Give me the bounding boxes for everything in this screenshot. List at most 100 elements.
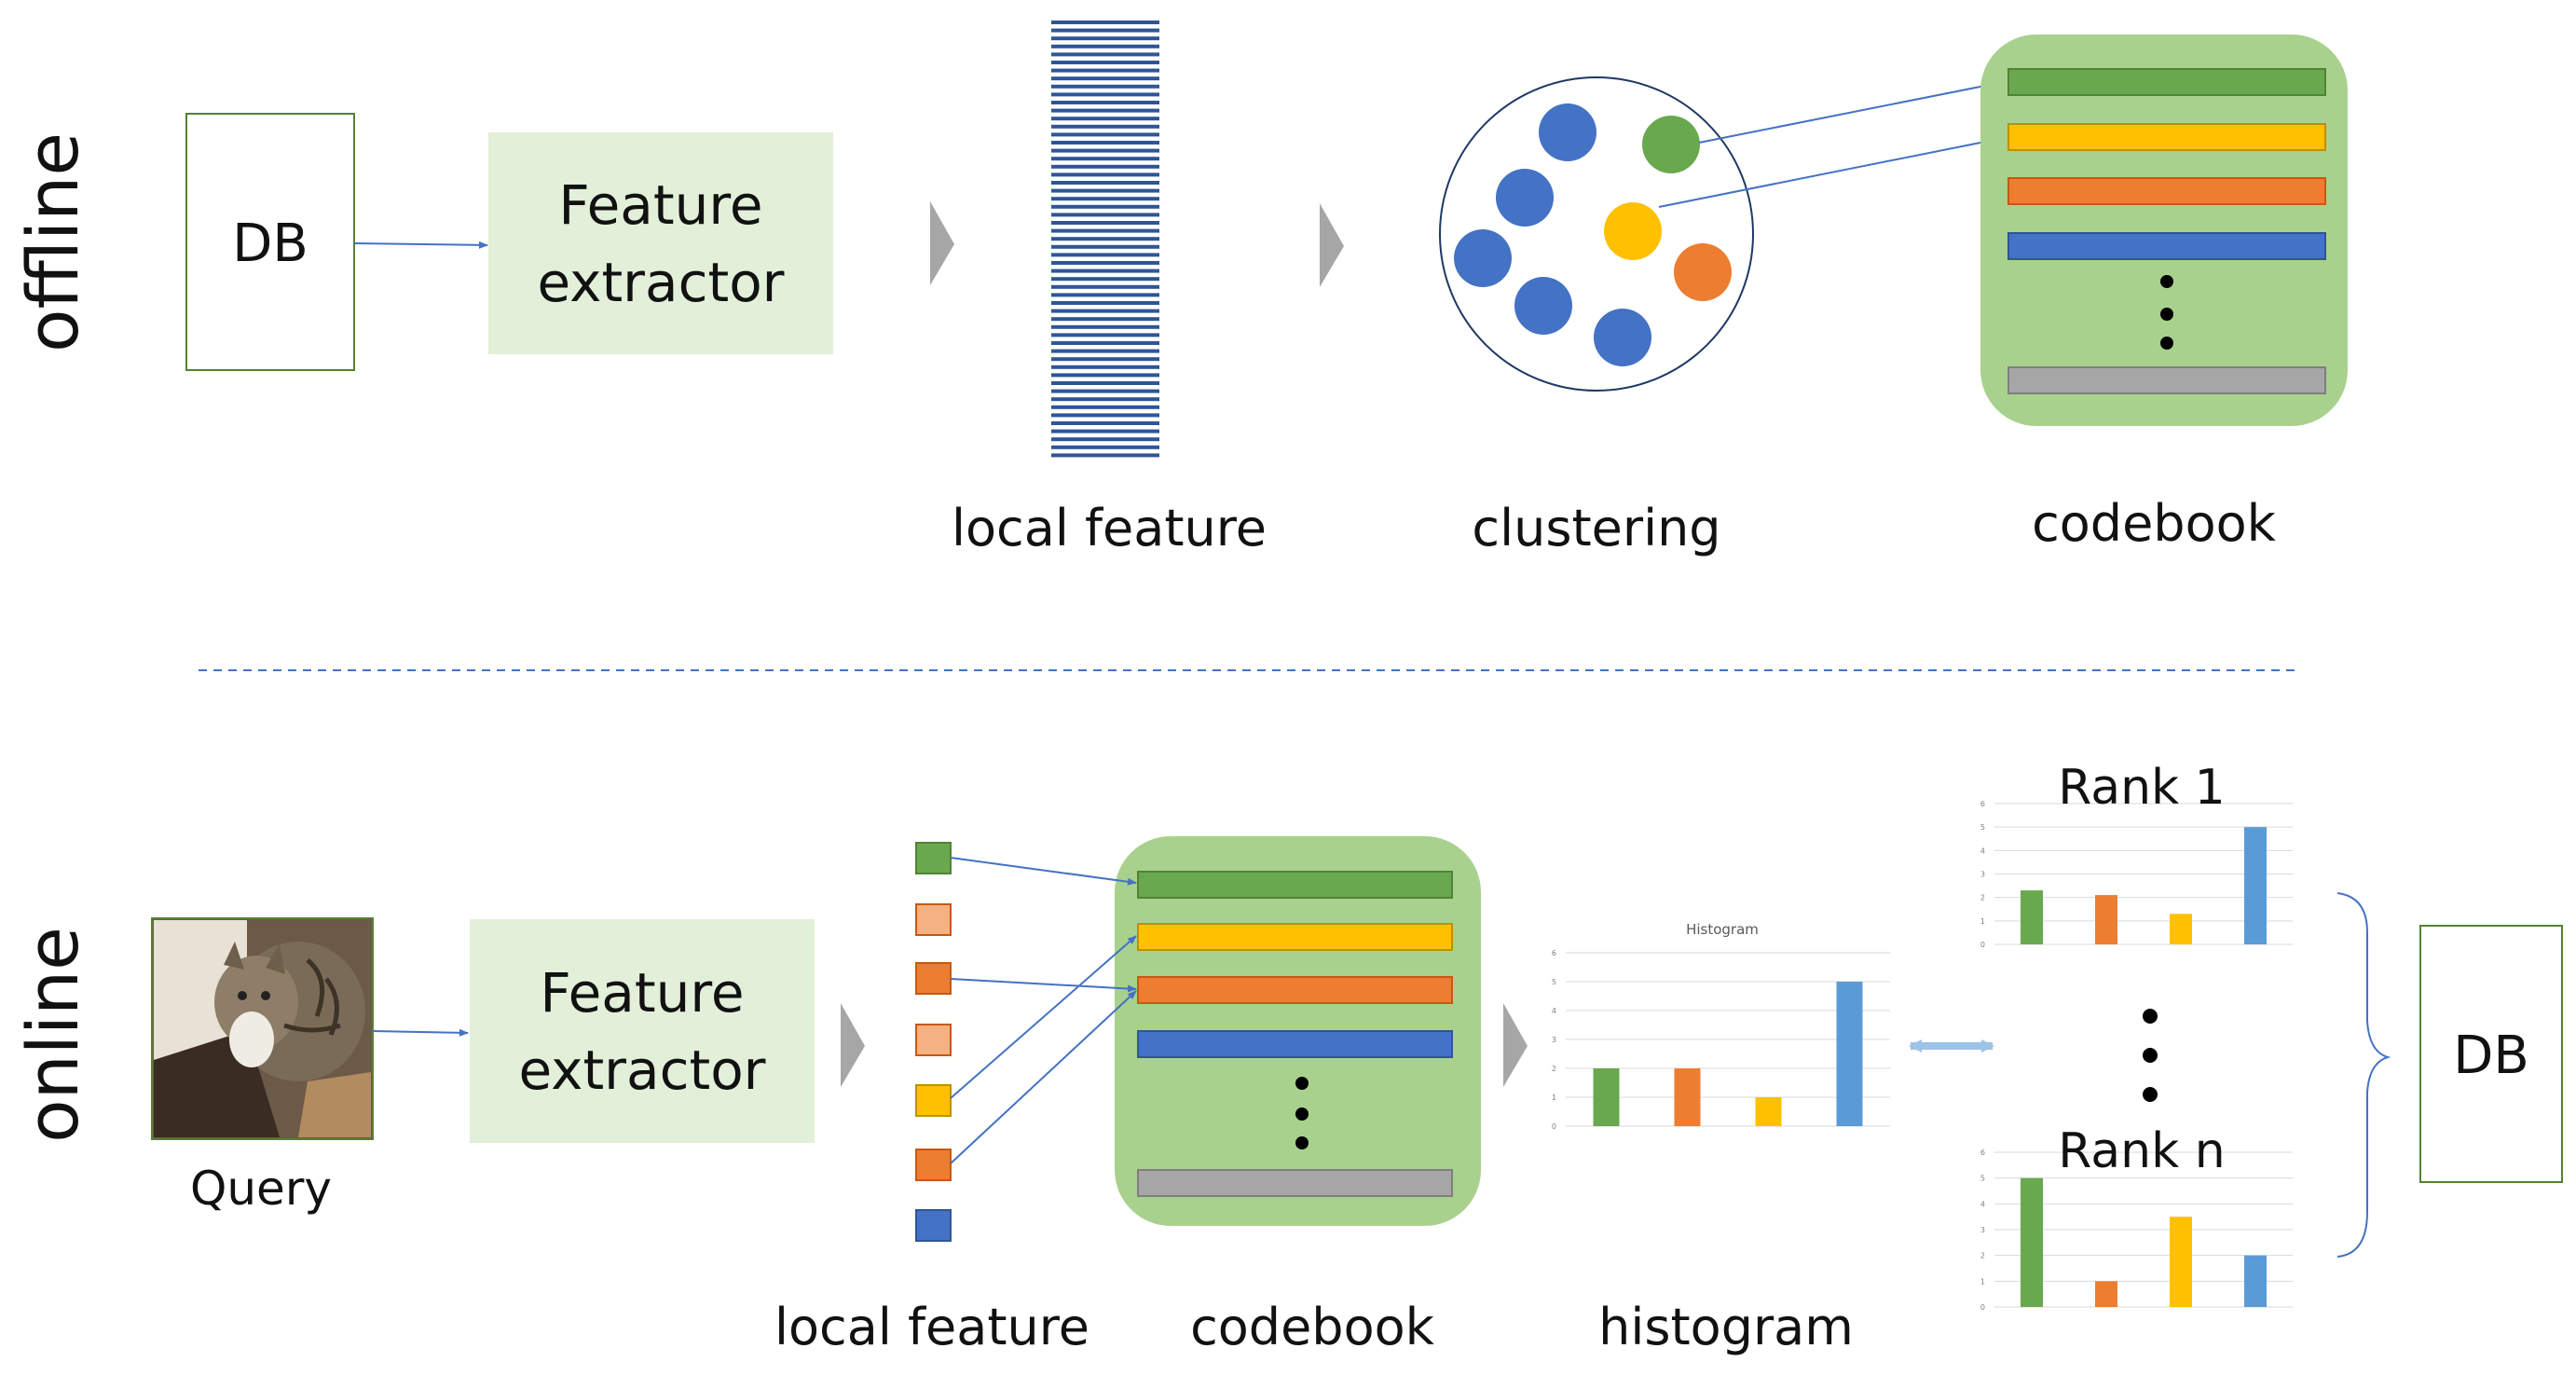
feature-stripe — [1051, 309, 1159, 313]
histogram-bar — [1836, 982, 1863, 1126]
codeword-yellow — [1137, 923, 1453, 951]
offline-extractor-line1: Feature — [558, 173, 762, 237]
histogram-bar — [2021, 1177, 2043, 1307]
feature-stripe — [1051, 445, 1159, 449]
feature-stripe — [1051, 188, 1159, 193]
feature-stripe — [1051, 277, 1159, 282]
rank-n-label: Rank n — [2058, 1123, 2225, 1179]
codeword-gray — [2007, 366, 2326, 394]
histogram-bar — [2170, 1217, 2192, 1307]
y-tick-label: 1 — [1552, 1094, 1556, 1102]
online-chevron-arrow-2 — [1503, 1003, 1528, 1087]
feature-stripe — [1051, 197, 1159, 201]
local-feature-square-orange — [915, 1149, 952, 1181]
feature-stripe — [1051, 164, 1159, 169]
feature-stripe — [1051, 349, 1159, 353]
offline-codebook-label: codebook — [2032, 494, 2277, 553]
feature-stripe — [1051, 405, 1159, 409]
feature-stripe — [1051, 341, 1159, 345]
cluster-point-yellow — [1604, 202, 1662, 260]
feature-stripe — [1051, 261, 1159, 265]
feature-stripe — [1051, 124, 1159, 129]
feature-stripe — [1051, 84, 1159, 89]
y-tick-label: 1 — [1980, 917, 1985, 926]
query-image — [151, 917, 374, 1140]
feature-stripe — [1051, 204, 1159, 209]
histogram-bar — [2170, 914, 2192, 944]
histogram-bar — [2244, 1255, 2267, 1307]
offline-chevron-arrow-2 — [1320, 203, 1344, 287]
histogram-bar — [2244, 827, 2267, 944]
online-extractor-line1: Feature — [540, 961, 744, 1025]
online-local-feature-label: local feature — [774, 1298, 1089, 1356]
online-section-label: online — [11, 927, 94, 1143]
cluster-to-codebook-arrow-green — [1698, 79, 2005, 144]
ellipsis-dot — [2143, 1048, 2158, 1063]
y-tick-label: 2 — [1980, 1252, 1985, 1260]
cluster-point-blue — [1539, 103, 1596, 161]
feature-stripe — [1051, 21, 1159, 24]
local-feature-square-light-orange — [915, 1024, 952, 1056]
y-tick-label: 6 — [1552, 949, 1556, 957]
y-tick-label: 5 — [1552, 978, 1556, 986]
codeword-blue — [1137, 1030, 1453, 1058]
histogram-bar — [1674, 1068, 1701, 1126]
ellipsis-dot — [2143, 1087, 2158, 1102]
ellipsis-dot — [2160, 275, 2173, 288]
y-tick-label: 5 — [1980, 823, 1985, 832]
feature-stripe — [1051, 132, 1159, 137]
codeword-blue — [2007, 232, 2326, 260]
histogram-bar — [2095, 895, 2117, 944]
feature-stripe — [1051, 117, 1159, 121]
feature-stripe — [1051, 92, 1159, 97]
online-extractor-line2: extractor — [518, 1039, 765, 1102]
feature-stripe — [1051, 172, 1159, 177]
feature-stripe — [1051, 333, 1159, 337]
feature-assign-arrow-orange — [950, 978, 1137, 993]
ellipsis-dot — [2143, 1009, 2158, 1024]
histogram-chart-title: Histogram — [1686, 921, 1759, 938]
y-tick-label: 1 — [1980, 1277, 1985, 1286]
y-tick-label: 6 — [1980, 800, 1985, 808]
feature-stripe — [1051, 397, 1159, 402]
rank-1-label: Rank 1 — [2058, 760, 2226, 816]
feature-stripe — [1051, 157, 1159, 161]
y-tick-label: 0 — [1552, 1122, 1556, 1131]
feature-stripe — [1051, 244, 1159, 249]
feature-stripe — [1051, 317, 1159, 322]
feature-stripe — [1051, 381, 1159, 385]
y-tick-label: 5 — [1980, 1175, 1985, 1183]
results-brace — [2336, 892, 2391, 1258]
feature-stripe — [1051, 181, 1159, 185]
cluster-point-orange — [1674, 243, 1732, 301]
feature-stripe — [1051, 221, 1159, 225]
cluster-point-blue — [1454, 229, 1512, 287]
codeword-orange — [2007, 177, 2326, 205]
feature-stripe — [1051, 52, 1159, 57]
offline-feature-extractor-box — [488, 132, 833, 354]
codeword-green — [2007, 68, 2326, 96]
y-tick-label: 2 — [1552, 1065, 1556, 1073]
cluster-point-blue — [1496, 169, 1554, 227]
online-codebook-label: codebook — [1190, 1298, 1435, 1356]
local-feature-square-blue — [915, 1209, 952, 1242]
y-tick-label: 3 — [1552, 1036, 1556, 1044]
offline-db-arrow — [353, 241, 488, 249]
feature-stripe — [1051, 453, 1159, 458]
histogram-label: histogram — [1598, 1298, 1854, 1356]
codeword-green — [1137, 871, 1453, 899]
feature-stripe — [1051, 301, 1159, 305]
ellipsis-dot — [1295, 1108, 1309, 1121]
codeword-orange — [1137, 976, 1453, 1004]
histogram-bar — [2095, 1281, 2117, 1307]
feature-stripe — [1051, 293, 1159, 297]
feature-stripe — [1051, 76, 1159, 81]
ellipsis-dot — [1295, 1077, 1309, 1090]
online-query-arrow — [372, 1028, 469, 1037]
feature-stripe — [1051, 389, 1159, 393]
feature-stripe — [1051, 68, 1159, 73]
feature-stripe — [1051, 373, 1159, 378]
offline-local-feature-vector — [1051, 21, 1159, 458]
